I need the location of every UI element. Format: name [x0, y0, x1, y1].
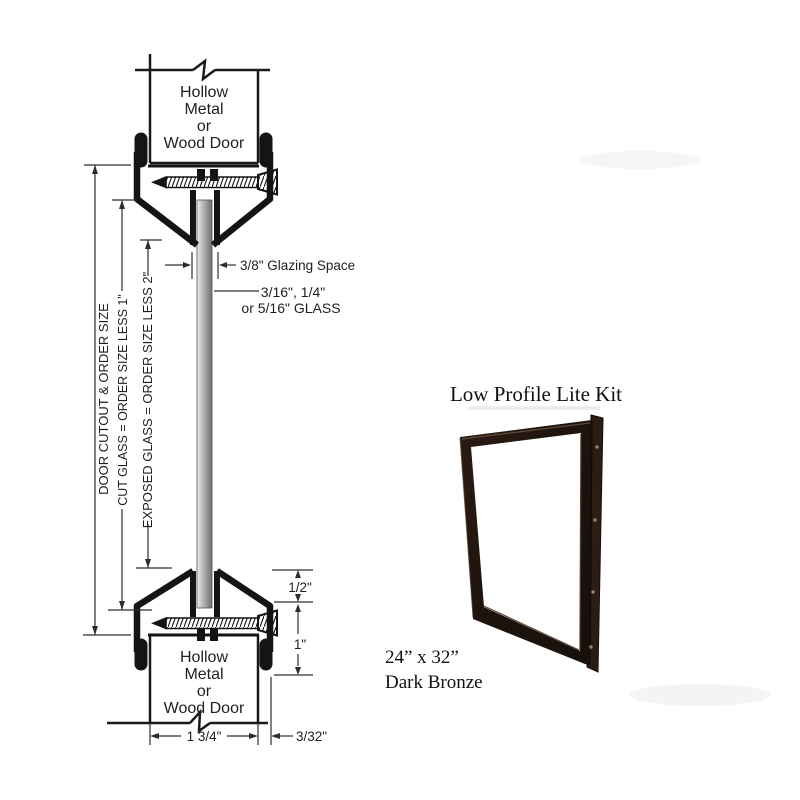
screw-top — [151, 168, 278, 196]
glazing-space-label: 3/8" Glazing Space — [240, 258, 355, 273]
glass-label-2: or 5/16" GLASS — [241, 300, 340, 316]
screw-hole — [590, 589, 596, 595]
one-inch-label: 1" — [294, 637, 307, 652]
screw-head — [257, 168, 278, 196]
product-finish: Dark Bronze — [385, 672, 483, 693]
scan-artifact — [468, 406, 600, 410]
top-door-section: Hollow Metal or Wood Door — [135, 54, 270, 165]
bottom-door-label-1: Hollow — [180, 649, 228, 666]
bottom-door-label-3: or — [197, 683, 212, 700]
frame-opening — [471, 433, 581, 651]
scan-artifact — [580, 151, 700, 169]
screw-tip — [151, 176, 166, 189]
screw-hole — [592, 517, 598, 523]
bottom-door-label-2: Metal — [184, 666, 223, 683]
product-section: Low Profile Lite Kit 24” x 32” Dark Bron… — [385, 382, 622, 693]
break-symbol-bottom — [189, 708, 211, 734]
screw-bottom — [151, 609, 278, 637]
bottom-door-section: Hollow Metal or Wood Door — [107, 635, 268, 734]
door-thickness-label: 1 3/4" — [187, 729, 222, 744]
scan-artifact — [630, 684, 770, 706]
bottom-frame-profile — [133, 568, 278, 671]
glass-channel-wall — [214, 190, 220, 245]
left-dimensions: DOOR CUTOUT & ORDER SIZE CUT GLASS = ORD… — [83, 164, 172, 636]
door-cutout-label: DOOR CUTOUT & ORDER SIZE — [96, 303, 111, 495]
exposed-glass-label: EXPOSED GLASS = ORDER SIZE LESS 2" — [140, 271, 155, 528]
top-door-label-2: Metal — [184, 101, 223, 118]
break-symbol-top — [192, 58, 216, 82]
screw-tip — [151, 617, 166, 630]
lite-kit-frame-photo — [459, 414, 604, 673]
screw-head — [257, 609, 278, 637]
top-door-label-4: Wood Door — [164, 135, 245, 152]
glass-channel-wall — [214, 571, 220, 617]
glass-channel-wall — [190, 571, 196, 617]
product-title: Low Profile Lite Kit — [450, 382, 622, 406]
cut-glass-label: CUT GLASS = ORDER SIZE LESS 1" — [116, 294, 130, 506]
screw-hole — [594, 444, 600, 450]
bottom-dimensions: 1 3/4" 3/32" — [149, 677, 327, 745]
half-inch-label: 1/2" — [288, 580, 312, 595]
glass-channel-wall — [190, 190, 196, 245]
frame-lip-label: 3/32" — [296, 729, 327, 744]
right-dimensions: 1/2" 1" — [272, 569, 313, 676]
bottom-door-label-4: Wood Door — [164, 700, 245, 717]
top-frame-profile — [133, 132, 278, 248]
screw-hole — [588, 644, 594, 650]
top-door-label-3: or — [197, 118, 212, 135]
product-size: 24” x 32” — [385, 647, 459, 668]
top-door-label-1: Hollow — [180, 84, 228, 101]
glass-pane — [196, 199, 213, 609]
glass-label-1: 3/16", 1/4" — [261, 284, 325, 300]
glazing-annotations: 3/8" Glazing Space 3/16", 1/4" or 5/16" … — [165, 252, 355, 316]
